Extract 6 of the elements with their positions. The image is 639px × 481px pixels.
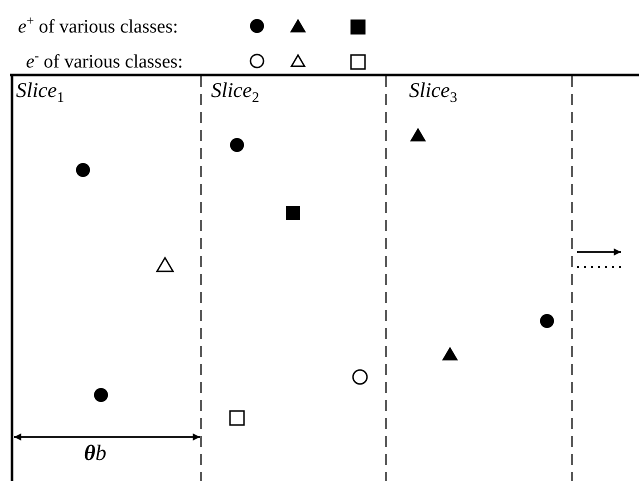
legend-text: e$^{-}$ of various classes: — [26, 49, 183, 72]
slice-label: Slice$_{1}$ — [16, 80, 64, 106]
slice-label: Slice$_{3}$ — [409, 80, 458, 106]
legend-text: e$^{+}$ of various classes: — [18, 14, 178, 36]
slice-label: Slice$_{2}$ — [211, 80, 260, 106]
dimension-label: θb — [84, 442, 106, 464]
